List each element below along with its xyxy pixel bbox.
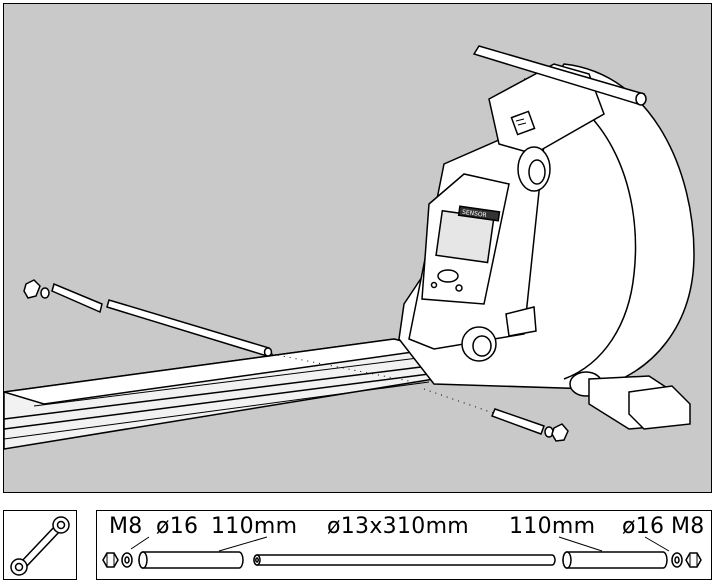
monitor [421, 173, 510, 305]
rowing-machine-drawing: SENSOR [4, 45, 695, 450]
rail [4, 338, 435, 450]
part-spacer-right [562, 551, 668, 569]
side-cover [461, 306, 537, 362]
part-spacer-right-label: 110mm [509, 514, 596, 539]
parts-drawing [102, 536, 702, 569]
part-washer-left-label: ø16 [156, 514, 199, 539]
leader-lines [130, 536, 670, 552]
part-bolt-right [685, 552, 702, 568]
monitor-brand-label: SENSOR [462, 209, 488, 219]
part-rod [253, 554, 556, 566]
part-washer-right-label: ø16 [622, 514, 665, 539]
part-bolt-right-label: M8 [671, 514, 705, 539]
exploded-hardware-left [23, 279, 273, 357]
part-spacer-left [138, 551, 244, 569]
parts-list: M8 ø16 110mm ø13x310mm 110mm ø16 M8 [96, 510, 712, 580]
exploded-hardware-right [490, 408, 569, 442]
part-rod-label: ø13x310mm [327, 514, 470, 539]
part-bolt-left-label: M8 [109, 514, 143, 539]
part-bolt-left [102, 552, 119, 568]
handle-bar [472, 45, 647, 106]
part-spacer-left-label: 110mm [211, 514, 298, 539]
part-washer-right [671, 552, 683, 568]
tool-box [3, 510, 77, 580]
open-end-wrench-icon [10, 516, 70, 576]
part-washer-left [121, 552, 133, 568]
front-foot [588, 375, 691, 430]
assembly-illustration: SENSOR [3, 3, 712, 493]
assembly-guide-line-right [423, 388, 497, 415]
